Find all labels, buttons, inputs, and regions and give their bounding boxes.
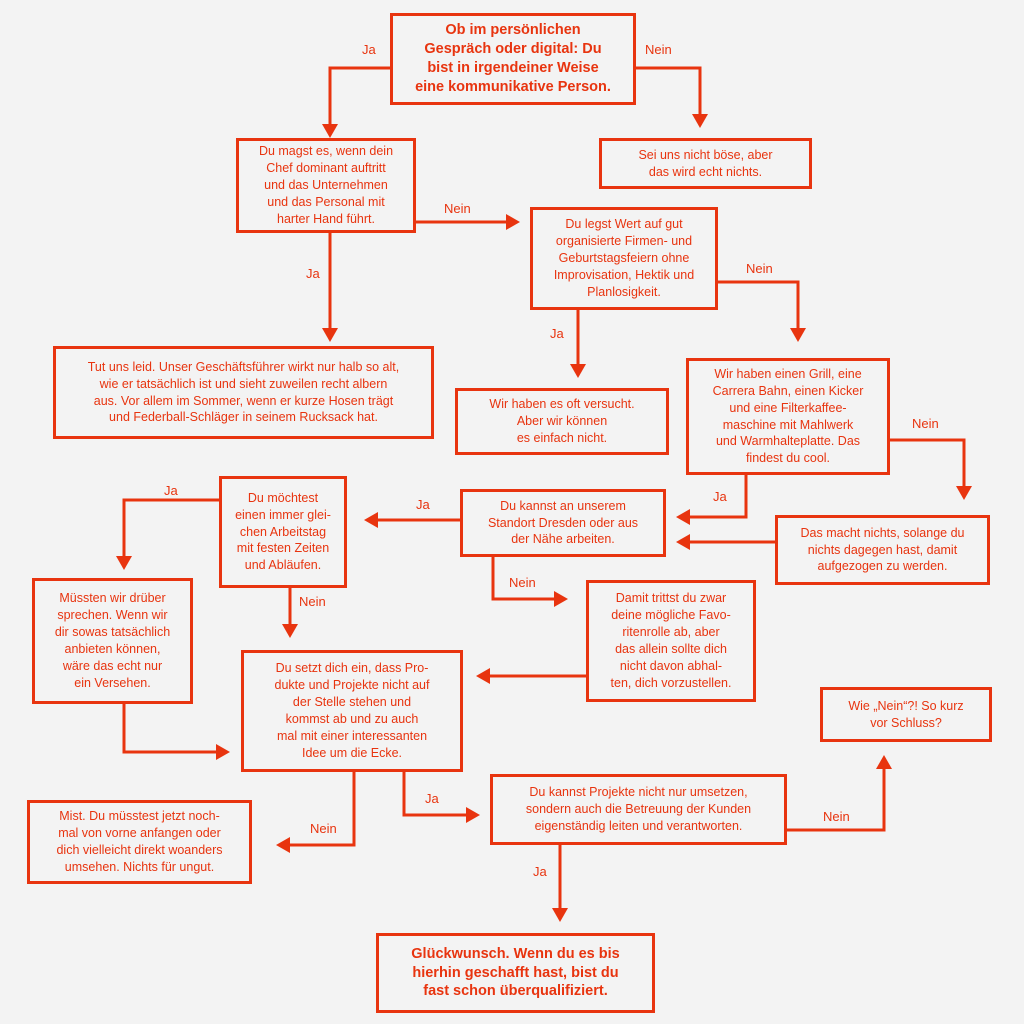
label-dresden-nein: Nein	[509, 575, 536, 590]
label-produkte-nein: Nein	[310, 821, 337, 836]
arrow-start-ja	[328, 66, 390, 128]
result-versucht: Wir haben es oft versucht. Aber wir könn…	[455, 388, 669, 455]
result-aufgezogen: Das macht nichts, solange du nichts dage…	[775, 515, 990, 585]
arrow-grill-nein	[890, 438, 966, 490]
question-produkte: Du setzt dich ein, dass Pro- dukte und P…	[241, 650, 463, 772]
question-grill: Wir haben einen Grill, eine Carrera Bahn…	[686, 358, 890, 475]
label-feiern-nein: Nein	[746, 261, 773, 276]
arrow-projekte-nein	[787, 765, 886, 832]
arrowhead	[322, 328, 338, 342]
label-grill-ja: Ja	[713, 489, 727, 504]
arrow-produkte-ja	[402, 772, 470, 817]
question-feiern: Du legst Wert auf gut organisierte Firme…	[530, 207, 718, 310]
arrowhead	[876, 755, 892, 769]
arrowhead	[216, 744, 230, 760]
arrowhead	[282, 624, 298, 638]
arrowhead	[692, 114, 708, 128]
result-tut-leid: Tut uns leid. Unser Geschäftsführer wirk…	[53, 346, 434, 439]
question-chef: Du magst es, wenn dein Chef dominant auf…	[236, 138, 416, 233]
arrowhead	[570, 364, 586, 378]
arrowhead	[322, 124, 338, 138]
arrow-grill-ja	[686, 475, 748, 519]
label-start-ja: Ja	[362, 42, 376, 57]
arrowhead	[466, 807, 480, 823]
arrowhead	[554, 591, 568, 607]
arrowhead	[790, 328, 806, 342]
result-nicht-boese: Sei uns nicht böse, aber das wird echt n…	[599, 138, 812, 189]
arrowhead	[552, 908, 568, 922]
arrowhead	[276, 837, 290, 853]
result-glueckwunsch: Glückwunsch. Wenn du es bis hierhin gesc…	[376, 933, 655, 1013]
label-projekte-ja: Ja	[533, 864, 547, 879]
label-start-nein: Nein	[645, 42, 672, 57]
arrow-dresden-nein	[491, 557, 558, 601]
label-dresden-ja: Ja	[416, 497, 430, 512]
question-start: Ob im persönlichen Gespräch oder digital…	[390, 13, 636, 105]
label-produkte-ja: Ja	[425, 791, 439, 806]
label-feiern-ja: Ja	[550, 326, 564, 341]
arrowhead	[116, 556, 132, 570]
label-projekte-nein: Nein	[823, 809, 850, 824]
question-dresden: Du kannst an unserem Standort Dresden od…	[460, 489, 666, 557]
question-arbeitstag: Du möchtest einen immer glei- chen Arbei…	[219, 476, 347, 588]
question-projekte: Du kannst Projekte nicht nur umsetzen, s…	[490, 774, 787, 845]
label-grill-nein: Nein	[912, 416, 939, 431]
arrow-versehen-produkte	[122, 704, 220, 754]
result-nein-schluss: Wie „Nein“?! So kurz vor Schluss?	[820, 687, 992, 742]
label-arbeitstag-nein: Nein	[299, 594, 326, 609]
arrow-start-nein	[636, 66, 702, 118]
arrowhead	[506, 214, 520, 230]
label-chef-nein: Nein	[444, 201, 471, 216]
arrowhead	[956, 486, 972, 500]
arrowhead	[364, 512, 378, 528]
arrow-feiern-nein	[718, 280, 800, 332]
arrowhead	[676, 509, 690, 525]
arrowhead	[476, 668, 490, 684]
result-mist: Mist. Du müsstest jetzt noch- mal von vo…	[27, 800, 252, 884]
arrow-arbeitstag-ja	[122, 498, 219, 560]
arrow-produkte-nein	[286, 772, 356, 847]
result-favoritenrolle: Damit trittst du zwar deine mögliche Fav…	[586, 580, 756, 702]
result-versehen: Müssten wir drüber sprechen. Wenn wir di…	[32, 578, 193, 704]
arrowhead	[676, 534, 690, 550]
label-arbeitstag-ja: Ja	[164, 483, 178, 498]
label-chef-ja: Ja	[306, 266, 320, 281]
